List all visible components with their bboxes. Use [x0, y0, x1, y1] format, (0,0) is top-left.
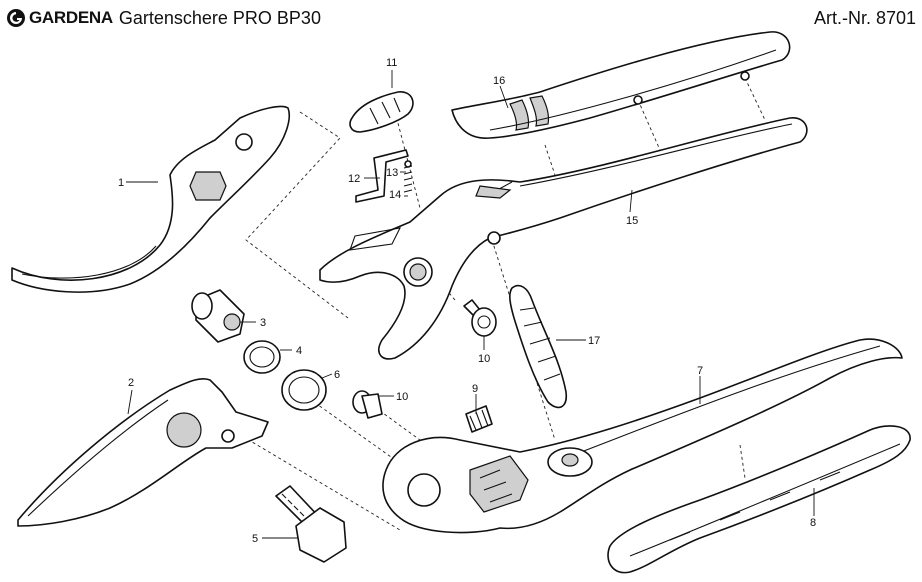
part-latch [355, 149, 409, 203]
article-number: Art.-Nr. 8701 [813, 8, 916, 28]
model-name: Gartenschere PRO BP30 [118, 7, 321, 28]
callout-10-lower: 10 [396, 391, 408, 403]
part-grip-pad [349, 91, 414, 133]
callout-16: 16 [493, 75, 505, 87]
callout-4: 4 [296, 345, 302, 357]
part-nut [191, 289, 245, 343]
callout-9: 9 [472, 383, 478, 395]
part-spring-screw [403, 160, 413, 193]
gardena-logo: GARDENA Gartenschere PRO BP30 [6, 6, 321, 30]
callout-14: 14 [389, 189, 401, 201]
part-bolt [275, 485, 347, 563]
part-upper-grip [451, 31, 791, 139]
part-screw-lower [352, 390, 383, 419]
callout-labels: 1 2 3 4 5 6 7 8 9 10 10 11 12 13 14 15 1… [118, 57, 816, 545]
part-upper-blade [11, 105, 290, 293]
part-handle-insert [509, 284, 568, 409]
leader-lines [126, 70, 815, 539]
callout-1: 1 [118, 177, 124, 189]
part-screw-upper [463, 299, 497, 337]
callout-17: 17 [588, 335, 600, 347]
brand-name: GARDENA [29, 8, 113, 27]
callout-13: 13 [386, 167, 398, 179]
part-lower-grip [607, 425, 911, 574]
callout-10-upper: 10 [478, 353, 490, 365]
part-roller [465, 405, 493, 433]
callout-7: 7 [697, 365, 703, 377]
callout-12: 12 [348, 173, 360, 185]
callout-8: 8 [810, 517, 816, 529]
callout-11: 11 [386, 57, 397, 69]
part-bushing [281, 369, 327, 411]
part-main-handle [319, 117, 808, 360]
gardena-logo-icon [7, 9, 25, 27]
part-lower-blade [17, 377, 269, 527]
callout-3: 3 [260, 317, 266, 329]
header: GARDENA Gartenschere PRO BP30 Art.-Nr. 8… [0, 0, 922, 34]
callout-6: 6 [334, 369, 340, 381]
part-washer [243, 340, 281, 374]
callout-15: 15 [626, 215, 638, 227]
callout-2: 2 [128, 377, 134, 389]
callout-5: 5 [252, 533, 258, 545]
part-lower-handle [382, 338, 903, 534]
